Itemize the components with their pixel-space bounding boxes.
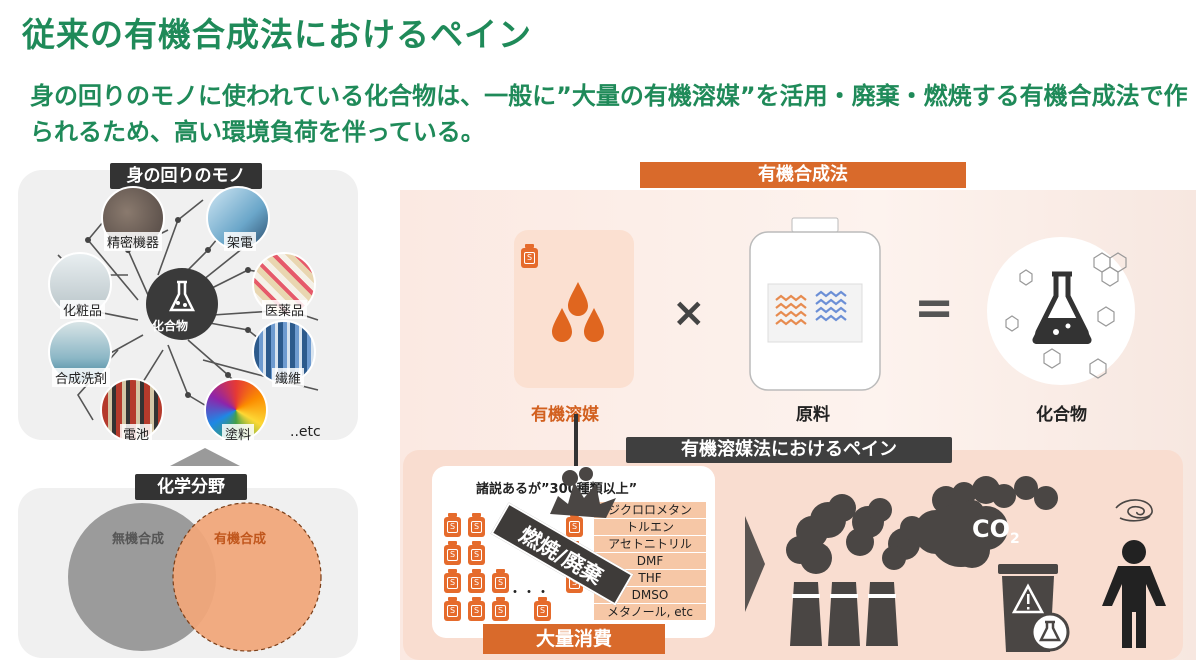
compound-result-icon <box>987 237 1135 385</box>
solvent-bottle-icon: S <box>444 597 461 621</box>
raw-material-container <box>749 217 881 391</box>
venn-right-label: 有機合成 <box>214 532 267 547</box>
raw-material-label: 原料 <box>796 405 830 425</box>
down-arrow <box>170 448 240 466</box>
item-label: 合成洗剤 <box>52 368 111 387</box>
venn-header: 化学分野 <box>135 474 247 500</box>
solvent-name: DMF <box>594 553 706 569</box>
item-label: 塗料 <box>222 424 255 443</box>
confused-person-icon <box>1102 499 1166 648</box>
solvent-name: アセトニトリル <box>594 536 706 552</box>
pain-header: 有機溶媒法におけるペイン <box>626 437 952 463</box>
page-subtitle: 身の回りのモノに使われている化合物は、一般に”大量の有機溶媒”を活用・廃棄・燃焼… <box>30 82 1188 146</box>
compound-center-label: 化合物 <box>152 319 189 333</box>
item-label: 繊維 <box>272 368 305 387</box>
solvent-bottle-icon: S <box>468 569 485 593</box>
item-label: 化粧品 <box>60 300 106 319</box>
co2-label: CO2 <box>972 515 1020 547</box>
smoke-splash-icon <box>550 467 616 518</box>
compound-label: 化合物 <box>1036 405 1087 425</box>
etc-label: ..etc <box>290 424 321 440</box>
connector-line <box>574 414 578 470</box>
flask-icon <box>168 280 196 312</box>
items-header: 身の回りのモノ <box>110 163 262 189</box>
co2-subscript: 2 <box>1010 530 1020 547</box>
equals-icon: = <box>914 280 955 336</box>
item-label: 精密機器 <box>104 232 163 251</box>
solvent-label: 有機溶媒 <box>531 405 599 425</box>
venn-left-label: 無機合成 <box>112 532 165 547</box>
co2-text: CO <box>972 515 1011 543</box>
synthesis-header: 有機合成法 <box>640 162 966 188</box>
chevron-right-icon <box>745 516 765 612</box>
solvent-name: トルエン <box>594 519 706 535</box>
solvent-bottle-icon: S <box>444 513 461 537</box>
ellipsis: ・・・ <box>508 585 550 601</box>
solvent-bottle-icon: S <box>468 597 485 621</box>
solvent-name: メタノール, etc <box>594 604 706 620</box>
solvent-bottle-icon: S <box>444 541 461 565</box>
factory-smoke-icon <box>786 476 1058 646</box>
times-icon: × <box>672 290 706 336</box>
droplets-icon <box>552 282 604 342</box>
solvent-bottle-icon: S <box>468 513 485 537</box>
consumption-label: 大量消費 <box>483 624 665 654</box>
page-title: 従来の有機合成法におけるペイン <box>22 15 532 54</box>
solvent-bottle-icon: S <box>534 597 551 621</box>
solvent-bottle-icon: S <box>468 541 485 565</box>
trash-can-icon <box>998 564 1070 652</box>
item-label: 電池 <box>120 424 153 443</box>
venn-diagram <box>68 502 322 652</box>
solvent-bottle-icon: S <box>444 569 461 593</box>
item-label: 架電 <box>224 232 257 251</box>
solvent-bottle-icon: S <box>521 244 538 268</box>
compound-center <box>146 268 218 340</box>
item-label: 医薬品 <box>262 300 308 319</box>
solvent-bottle-icon: S <box>492 597 509 621</box>
solvent-name: ジクロロメタン <box>594 502 706 518</box>
solvent-bottle-icon: S <box>492 569 509 593</box>
